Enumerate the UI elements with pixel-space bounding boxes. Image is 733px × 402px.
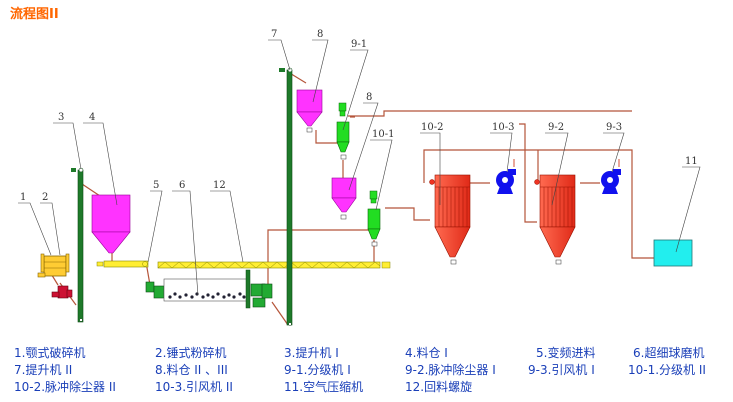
ultrafine-ball-mill bbox=[145, 269, 273, 309]
legend-item: 10-3.引风机 II bbox=[155, 380, 233, 394]
callout-7: 7 bbox=[271, 29, 277, 40]
classifier-2 bbox=[367, 190, 381, 247]
silo-1 bbox=[91, 194, 131, 254]
pipes bbox=[49, 71, 654, 326]
legend-item: 11.空气压缩机 bbox=[284, 380, 364, 394]
legend-item: 5.变频进料 bbox=[536, 346, 596, 360]
callout-8-upper: 8 bbox=[317, 29, 323, 40]
pipe-elevator1-silo1 bbox=[81, 183, 101, 197]
legend-item: 8.料仓 II 、III bbox=[155, 363, 228, 377]
callout-11: 11 bbox=[685, 156, 698, 167]
legend-item: 7.提升机 II bbox=[14, 363, 73, 377]
callout-4: 4 bbox=[89, 112, 95, 123]
legend-item: 1.颚式破碎机 bbox=[14, 346, 86, 360]
callout-10-2: 10-2 bbox=[421, 122, 443, 133]
silo-2 bbox=[296, 89, 323, 133]
classifier-1 bbox=[336, 102, 350, 160]
hammer-crusher bbox=[51, 285, 73, 299]
pulse-dust-collector-1 bbox=[534, 174, 576, 265]
induced-draft-fan-2 bbox=[496, 159, 516, 194]
jaw-crusher bbox=[37, 253, 70, 278]
legend-item: 6.超细球磨机 bbox=[633, 346, 705, 360]
induced-draft-fan-1 bbox=[601, 159, 621, 194]
legend-item: 2.锤式粉碎机 bbox=[155, 346, 227, 360]
bucket-elevator-2 bbox=[279, 67, 293, 326]
return-screw-conveyor bbox=[157, 261, 391, 269]
callout-5: 5 bbox=[153, 180, 159, 191]
legend-item: 4.料仓 I bbox=[405, 346, 448, 360]
legend-item: 10-1.分级机 II bbox=[628, 363, 706, 377]
callout-12: 12 bbox=[213, 180, 226, 191]
variable-frequency-feeder bbox=[96, 260, 149, 268]
callout-8-lower: 8 bbox=[366, 92, 372, 103]
callout-9-3: 9-3 bbox=[606, 122, 622, 133]
bucket-elevator-1 bbox=[71, 167, 84, 323]
silo-3 bbox=[331, 177, 357, 220]
callout-9-1: 9-1 bbox=[351, 39, 367, 50]
callout-3: 3 bbox=[58, 112, 64, 123]
callout-10-1: 10-1 bbox=[372, 129, 394, 140]
legend-item: 12.回料螺旋 bbox=[405, 380, 473, 394]
legend-item: 3.提升机 I bbox=[284, 346, 339, 360]
diagram-title: 流程图II bbox=[10, 7, 59, 22]
callout-leaders bbox=[18, 39, 701, 296]
air-compressor bbox=[653, 239, 693, 267]
pulse-dust-collector-2 bbox=[429, 174, 471, 265]
callout-9-2: 9-2 bbox=[548, 122, 564, 133]
callout-6: 6 bbox=[179, 180, 185, 191]
legend-item: 9-1.分级机 I bbox=[284, 363, 351, 377]
legend-item: 9-3.引风机 I bbox=[528, 363, 595, 377]
callout-2: 2 bbox=[42, 192, 48, 203]
legend-item: 9-2.脉冲除尘器 I bbox=[405, 363, 496, 377]
callout-10-3: 10-3 bbox=[492, 122, 514, 133]
legend-item: 10-2.脉冲除尘器 II bbox=[14, 380, 116, 394]
callout-1: 1 bbox=[20, 192, 26, 203]
